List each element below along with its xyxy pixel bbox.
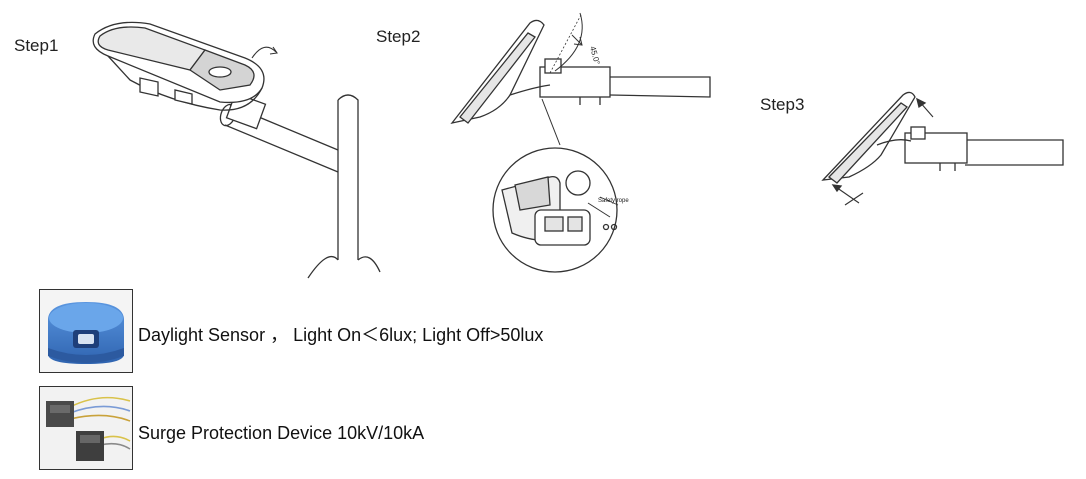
step2-illustration: 45.0° Safety rope <box>450 12 711 273</box>
step2-label: Step2 <box>376 27 421 46</box>
tilt-angle-label: 45.0° <box>588 45 602 65</box>
daylight-sensor-image <box>39 289 133 373</box>
step3-illustration <box>821 91 1064 206</box>
daylight-sensor-description: Daylight Sensor ， Light On＜6lux; Light O… <box>138 325 544 345</box>
step1-label: Step1 <box>14 36 59 55</box>
safety-rope-label: Safety rope <box>598 198 629 204</box>
surge-protection-device-icon <box>40 387 132 469</box>
daylight-sensor-icon <box>40 290 132 372</box>
step3-label: Step3 <box>760 95 805 114</box>
surge-protection-device-description: Surge Protection Device 10kV/10kA <box>138 423 425 443</box>
surge-protection-device-image <box>39 386 133 470</box>
step1-illustration <box>92 21 381 279</box>
